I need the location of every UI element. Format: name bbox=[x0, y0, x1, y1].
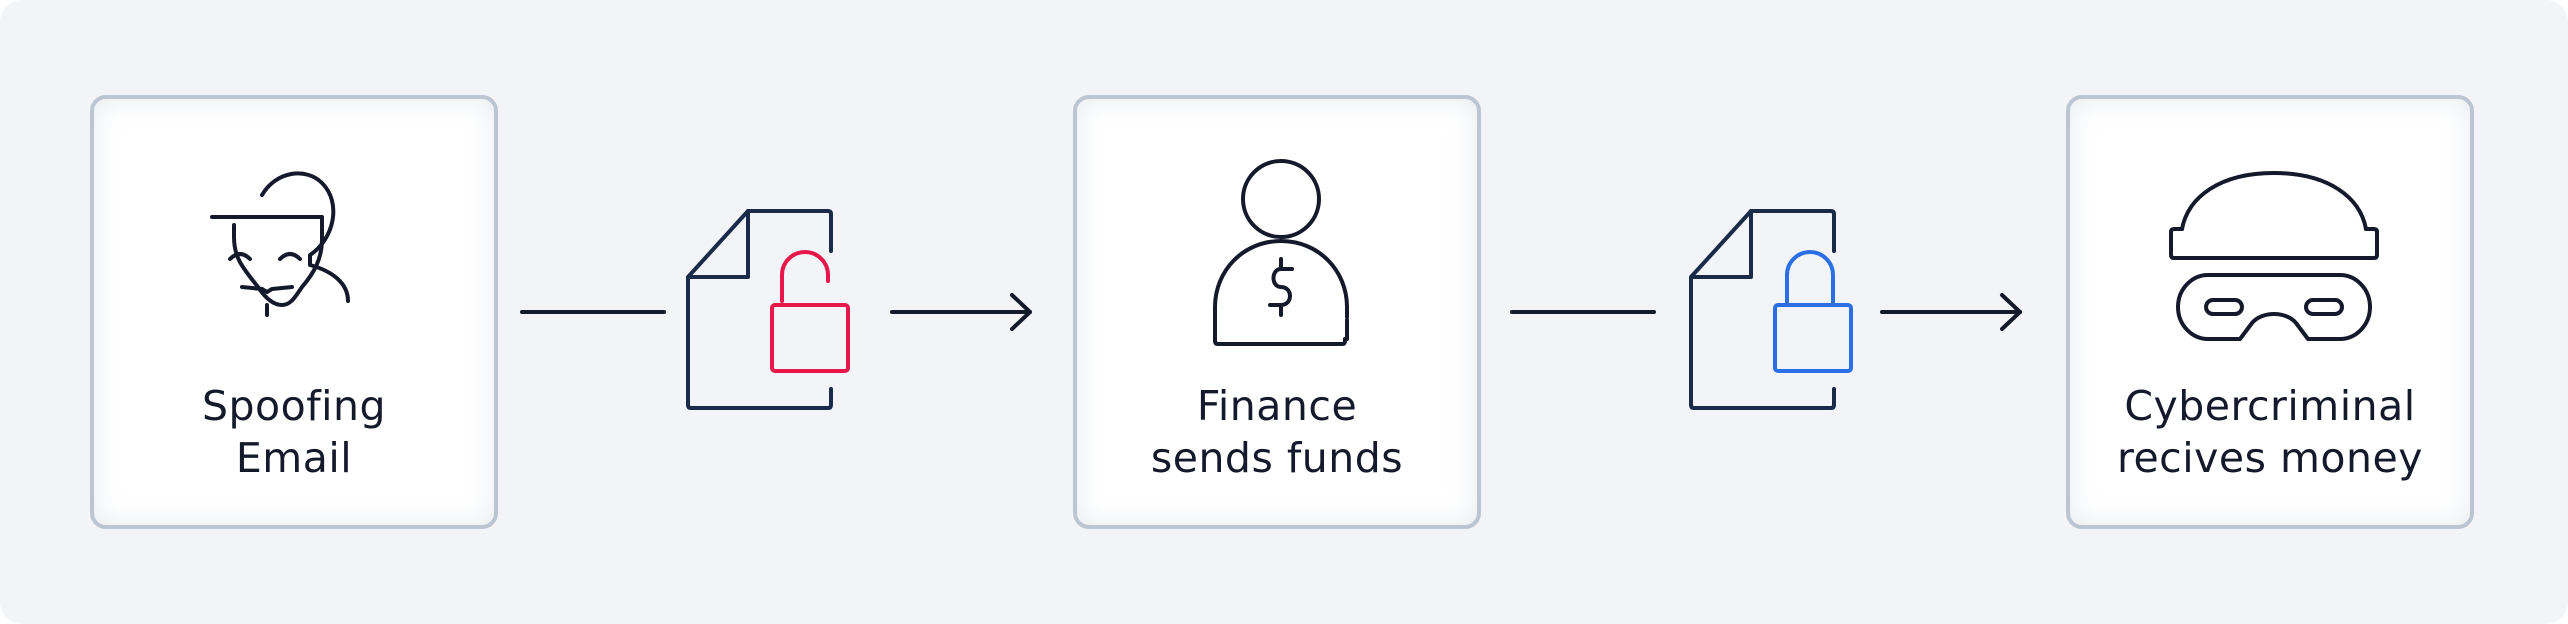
document-unlocked-icon bbox=[686, 209, 850, 410]
step-label-line2: sends funds bbox=[1150, 434, 1404, 482]
finance-person-dollar-icon bbox=[1213, 159, 1349, 346]
step-label-line2: Email bbox=[235, 434, 353, 482]
step-box-finance-sends-funds: Finance sends funds bbox=[1073, 95, 1481, 529]
step-box-spoofing-email: Spoofing Email bbox=[90, 95, 498, 529]
step-caption: Spoofing Email bbox=[94, 380, 494, 484]
connector-arrow-1 bbox=[890, 293, 1032, 331]
step-box-cybercriminal-recives-money: Cybercriminal recives money bbox=[2066, 95, 2474, 529]
step-label-line2: recives money bbox=[2117, 434, 2423, 482]
masked-criminal-icon bbox=[2169, 171, 2379, 341]
document-locked-icon bbox=[1689, 209, 1853, 410]
step-caption: Cybercriminal recives money bbox=[2070, 380, 2470, 484]
connector-line-2 bbox=[1510, 310, 1656, 314]
step-label-line1: Finance bbox=[1196, 382, 1358, 430]
step-caption: Finance sends funds bbox=[1077, 380, 1477, 484]
step-label-line1: Spoofing bbox=[201, 382, 387, 430]
connector-line-1 bbox=[520, 310, 666, 314]
connector-arrow-2 bbox=[1880, 293, 2022, 331]
step-label-line1: Cybercriminal bbox=[2124, 382, 2416, 430]
spoofing-face-icon bbox=[210, 171, 350, 317]
